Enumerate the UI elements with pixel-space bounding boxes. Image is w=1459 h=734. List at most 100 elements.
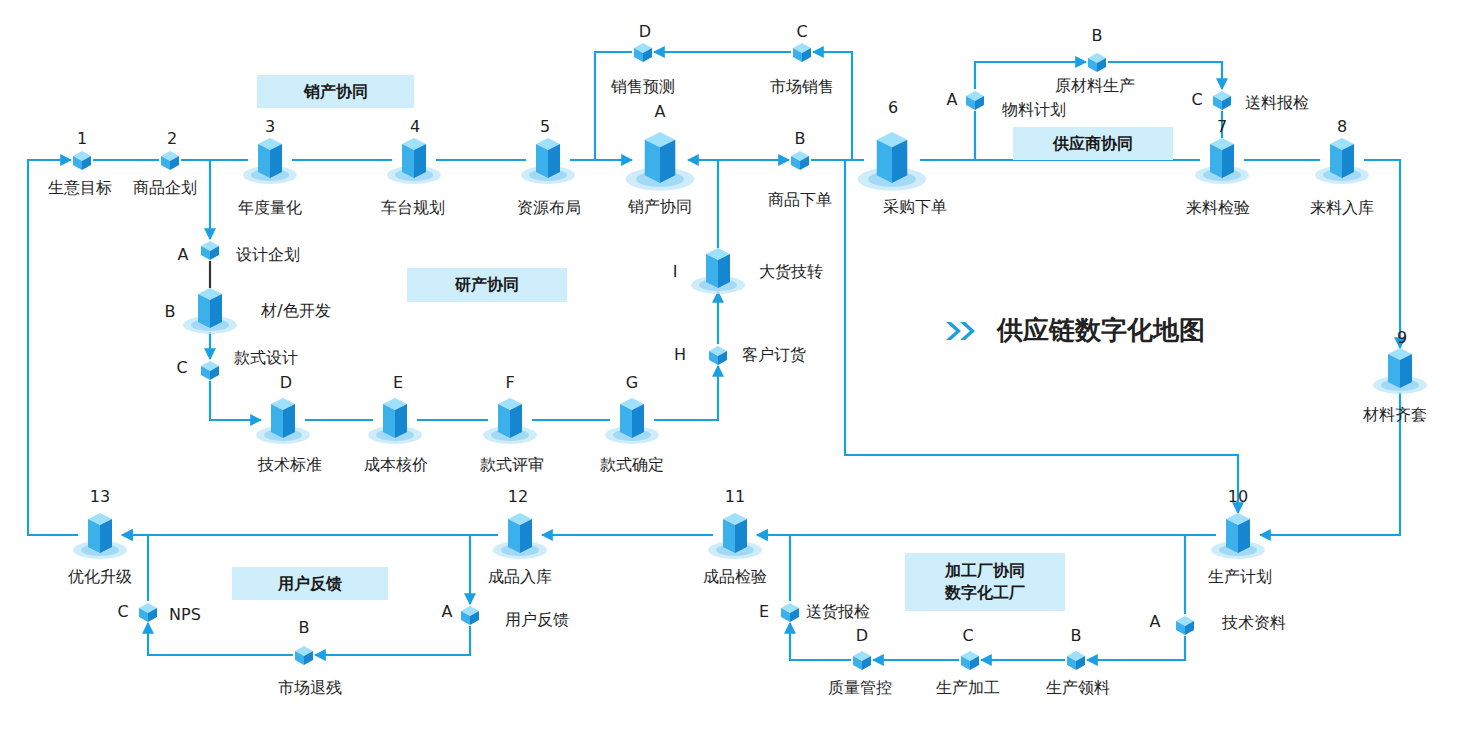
- flow-arrow: [688, 160, 718, 248]
- cube-icon: [71, 149, 93, 171]
- chevron-symbol: [946, 322, 961, 340]
- process-node: 2商品企划: [159, 149, 181, 171]
- icon-face: [139, 608, 148, 622]
- flow-arrow: [122, 534, 498, 536]
- callout-number: 9: [1397, 329, 1407, 347]
- node-label: 送货报检: [806, 603, 870, 621]
- icon-face: [1388, 354, 1400, 388]
- icon-face: [536, 144, 548, 178]
- callout-number: 6: [888, 99, 898, 117]
- node-label: 销产协同: [628, 198, 692, 216]
- flow-arrow: [790, 623, 851, 660]
- process-node: A用户反馈: [459, 604, 481, 626]
- node-label: 生产计划: [1208, 568, 1272, 586]
- tower-icon: [392, 138, 436, 182]
- icon-face: [718, 254, 730, 288]
- callout-number: A: [178, 246, 189, 264]
- process-node: A物料计划: [964, 89, 986, 111]
- icon-face: [198, 294, 210, 328]
- callout-number: C: [117, 603, 128, 621]
- callout-number: 7: [1217, 118, 1227, 136]
- process-node: D技术标准: [261, 398, 305, 442]
- section-band: 加工厂协同 数字化工厂: [905, 553, 1065, 611]
- flow-arrow: [920, 111, 975, 160]
- flow-arrow: [181, 160, 210, 239]
- flow-arrow: [542, 534, 713, 536]
- flow-arrow: [209, 332, 211, 359]
- icon-face: [100, 519, 112, 553]
- callout-number: C: [796, 23, 807, 41]
- node-label: NPS: [169, 606, 201, 624]
- node-label: 销售预测: [611, 78, 675, 96]
- process-node: 1生意目标: [71, 149, 93, 171]
- icon-face: [271, 404, 283, 438]
- callout-number: B: [165, 303, 176, 321]
- process-node: B材/色开发: [188, 288, 232, 332]
- icon-face: [161, 156, 170, 170]
- flow-arrow: [436, 159, 526, 161]
- tower-icon: [632, 132, 688, 188]
- node-label: 客户订货: [742, 346, 806, 364]
- cube-icon: [779, 601, 801, 623]
- process-node: A销产协同: [632, 132, 688, 188]
- flow-arrow: [1244, 159, 1320, 161]
- icon-face: [88, 519, 100, 553]
- tower-icon: [864, 132, 920, 188]
- diagram-title: 供应链数字化地图: [997, 313, 1205, 348]
- process-node: E送货报检: [779, 601, 801, 623]
- tower-icon: [610, 398, 654, 442]
- node-label: 设计企划: [236, 246, 300, 264]
- icon-face: [961, 656, 970, 670]
- node-label: 用户反馈: [505, 611, 569, 629]
- process-node: I大货技转: [696, 248, 740, 292]
- node-label: 成品检验: [703, 568, 767, 586]
- icon-face: [1342, 144, 1354, 178]
- flow-arrow: [1087, 636, 1185, 660]
- icon-face: [634, 48, 643, 62]
- process-node: 3年度量化: [248, 138, 292, 182]
- process-node: E成本核价: [373, 398, 417, 442]
- cube-icon: [851, 649, 873, 671]
- tower-icon: [261, 398, 305, 442]
- node-label: 成本核价: [364, 456, 428, 474]
- tower-icon: [526, 138, 570, 182]
- process-node: G款式确定: [610, 398, 654, 442]
- icon-face: [966, 96, 975, 110]
- icon-face: [632, 404, 644, 438]
- node-label: 生产加工: [936, 679, 1000, 697]
- tower-icon: [248, 138, 292, 182]
- cube-icon: [1086, 51, 1108, 73]
- callout-number: 8: [1337, 118, 1347, 136]
- icon-face: [470, 611, 479, 625]
- node-label: 年度量化: [238, 199, 302, 217]
- callout-number: 4: [410, 118, 420, 136]
- node-label: 技术标准: [258, 456, 322, 474]
- callout-number: E: [759, 603, 769, 621]
- icon-face: [283, 404, 295, 438]
- node-label: 来料检验: [1186, 199, 1250, 217]
- flow-arrow: [873, 659, 959, 661]
- flow-arrow: [532, 419, 610, 421]
- node-label: 质量管控: [828, 679, 892, 697]
- node-label: 生意目标: [48, 179, 112, 197]
- flow-arrow: [717, 292, 719, 344]
- flow-arrow: [148, 623, 293, 655]
- icon-face: [643, 48, 652, 62]
- callout-number: 13: [90, 488, 110, 506]
- icon-face: [862, 656, 871, 670]
- process-node: 12成品入库: [498, 513, 542, 557]
- icon-face: [660, 140, 675, 183]
- node-label: 送料报检: [1245, 94, 1309, 112]
- icon-face: [270, 144, 282, 178]
- node-label: 大货技转: [759, 263, 823, 281]
- process-node: D质量管控: [851, 649, 873, 671]
- icon-face: [210, 366, 219, 380]
- callout-number: A: [442, 603, 453, 621]
- node-label: 款式确定: [600, 456, 664, 474]
- callout-number: B: [1092, 27, 1103, 45]
- icon-face: [402, 144, 414, 178]
- icon-face: [1222, 96, 1231, 110]
- cube-icon: [1174, 614, 1196, 636]
- node-label: 优化升级: [68, 568, 132, 586]
